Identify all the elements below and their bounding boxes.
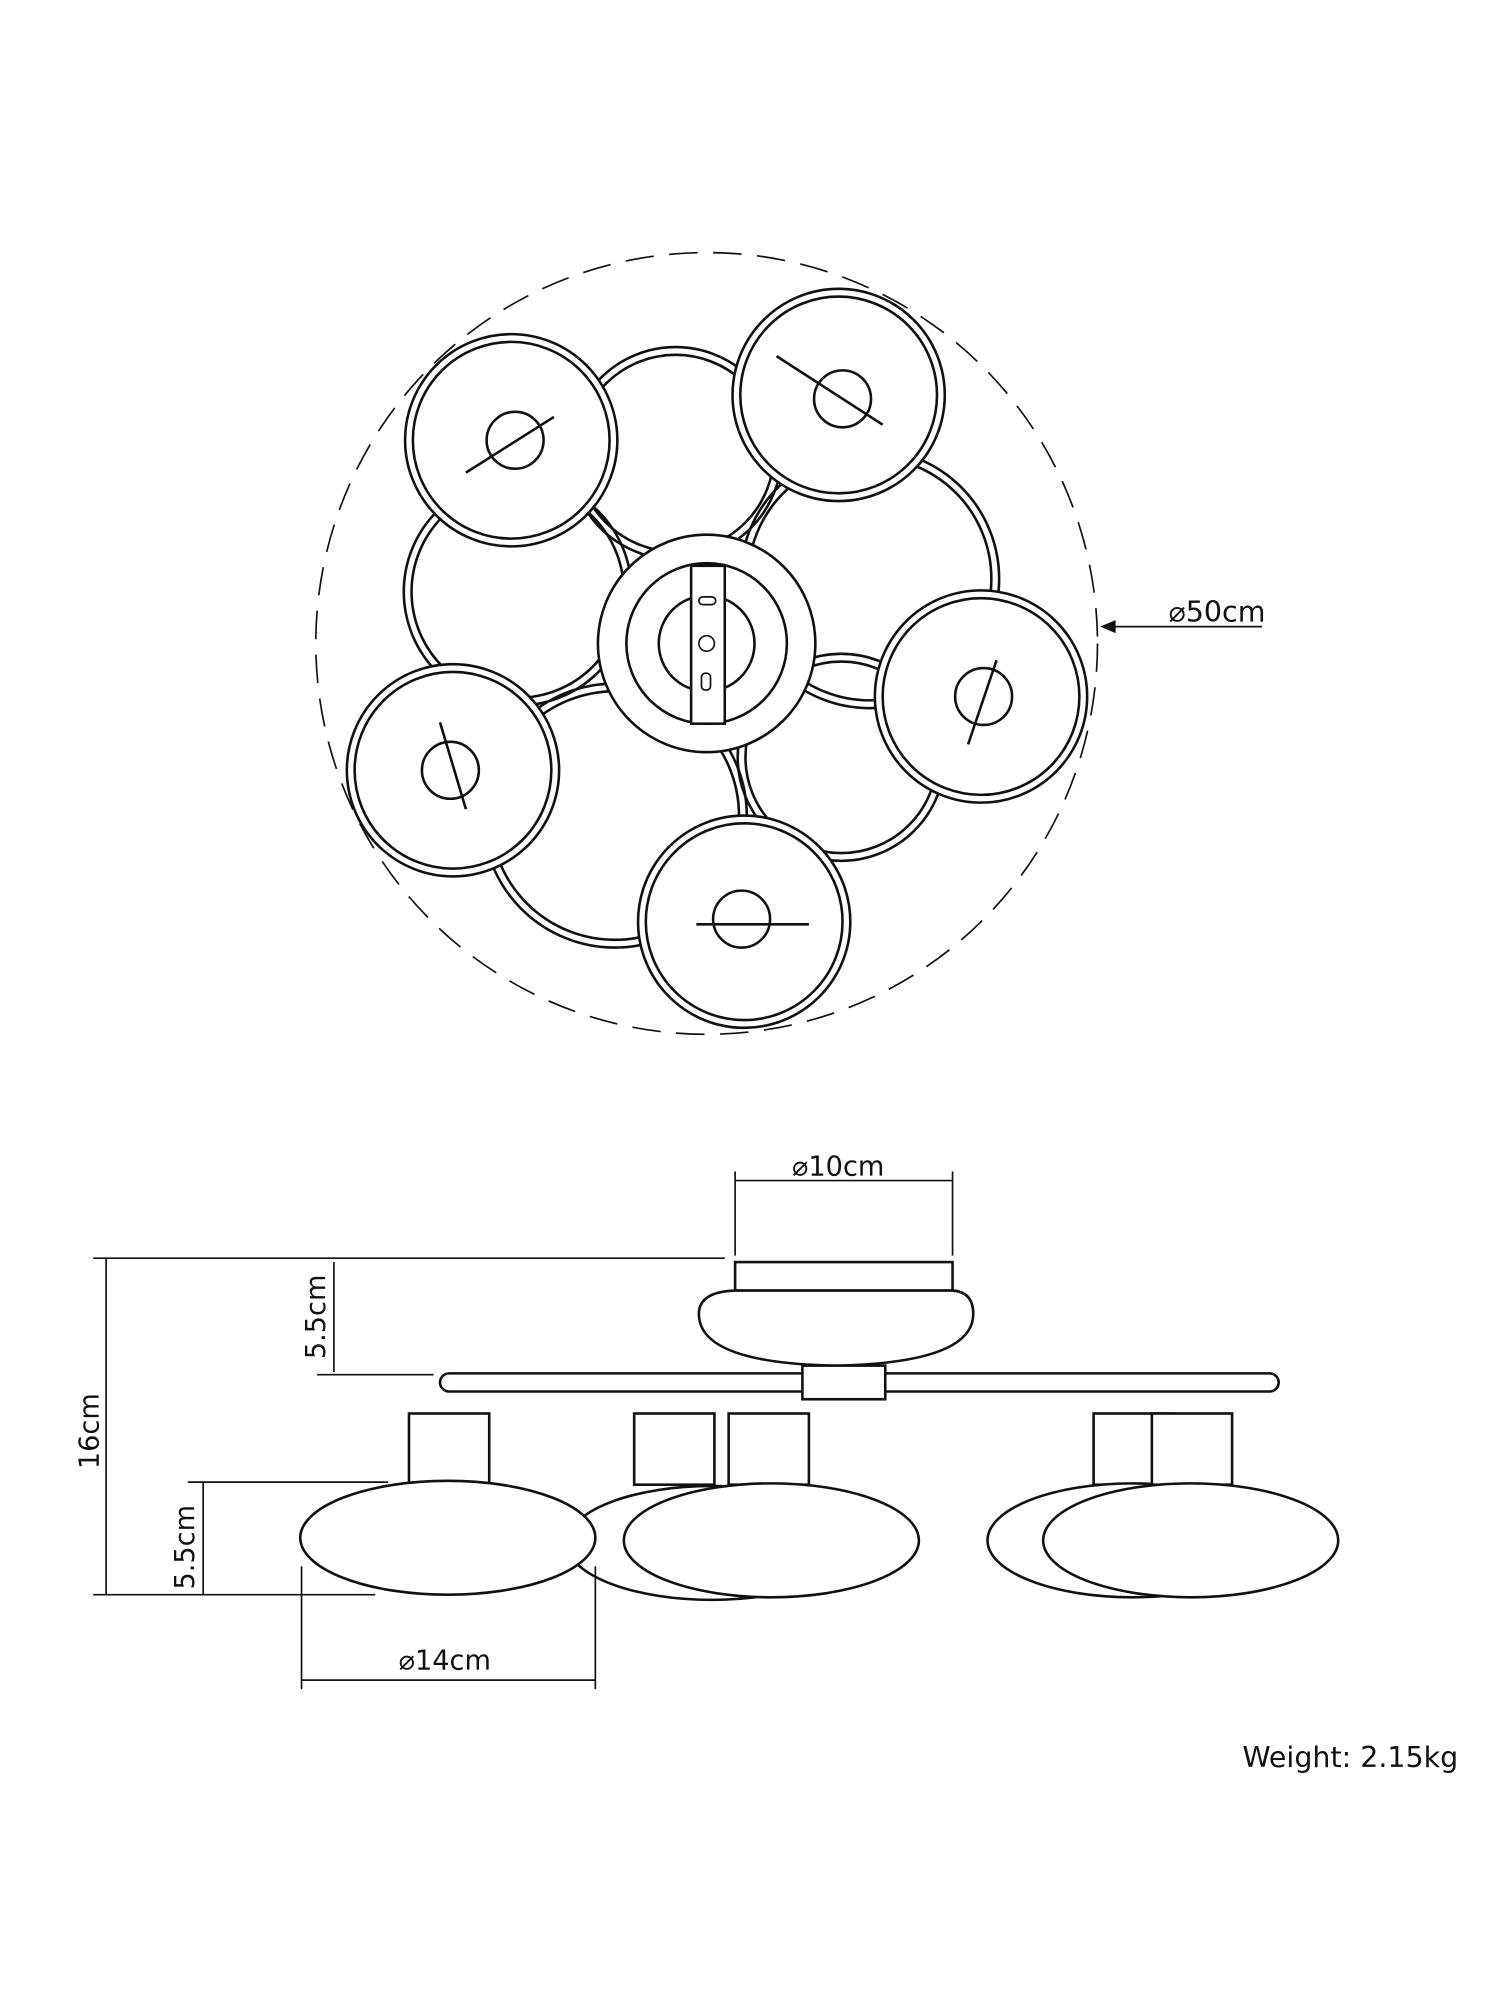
shades-top (345, 287, 1089, 1030)
shade-front-3 (1041, 1412, 1340, 1599)
shade-5 (636, 814, 852, 1030)
shade-front-2 (622, 1412, 921, 1599)
shade-front-1 (298, 1412, 597, 1596)
ceiling-plate (596, 533, 817, 754)
canopy-height-label: 5.5cm (301, 1275, 332, 1360)
shades-side (298, 1412, 1340, 1602)
total-height-label: 16cm (74, 1393, 105, 1469)
shade-height-label: 5.5cm (170, 1505, 201, 1590)
canopy-diameter-label: ⌀10cm (792, 1151, 884, 1182)
dimension-lines (93, 1171, 954, 1690)
arm-ends (438, 355, 998, 926)
overall-diameter-label: ⌀50cm (1169, 595, 1266, 628)
canopy (697, 1260, 975, 1367)
shade-3 (873, 589, 1089, 804)
side-view: ⌀10cm 16cm 5.5cm 5.5cm ⌀14cm (74, 1151, 1340, 1690)
shade-1 (403, 332, 619, 548)
overall-diameter-outline (314, 251, 1099, 1036)
shade-diameter-label: ⌀14cm (399, 1646, 491, 1677)
top-view: ⌀50cm (314, 251, 1266, 1036)
shade-4 (345, 662, 561, 878)
weight-label: Weight: 2.15kg (1242, 1741, 1458, 1774)
